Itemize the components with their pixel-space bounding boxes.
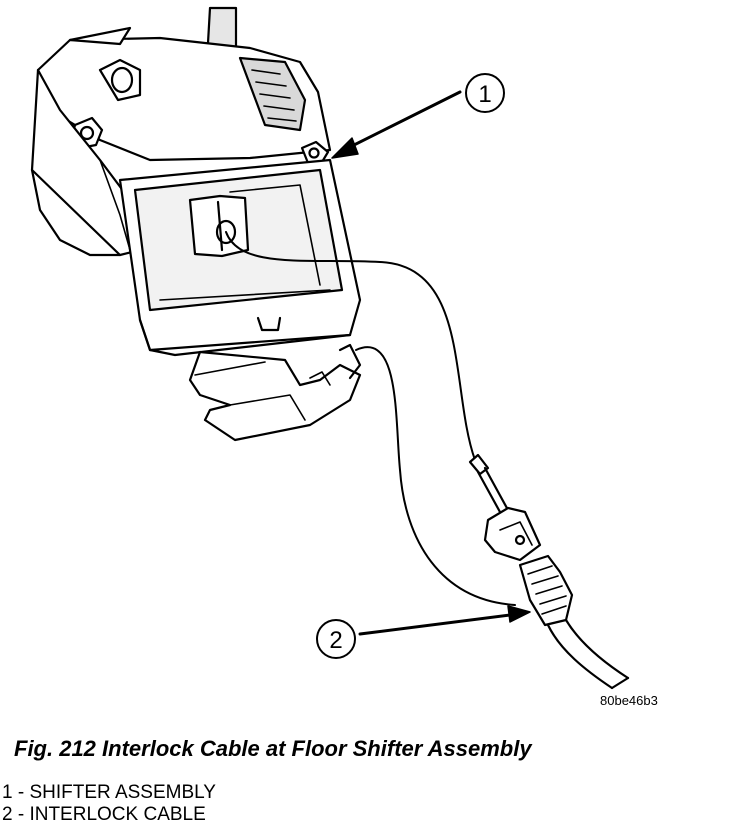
legend-item-interlock-cable: 2 - INTERLOCK CABLE <box>2 804 206 825</box>
callout-1-number: 1 <box>478 81 491 108</box>
figure-code: 80be46b3 <box>600 693 658 708</box>
callout-2 <box>316 605 531 659</box>
shifter-interlock-illustration: 1 2 <box>30 6 630 690</box>
legend-item-shifter-assembly: 1 - SHIFTER ASSEMBLY <box>2 782 216 803</box>
shifter-assembly-housing <box>30 26 362 357</box>
callout-1 <box>331 73 505 159</box>
mounting-bracket <box>188 343 362 442</box>
legend: 1 - SHIFTER ASSEMBLY 2 - INTERLOCK CABLE <box>2 782 216 826</box>
interlock-cable <box>225 231 630 690</box>
figure-caption: Fig. 212 Interlock Cable at Floor Shifte… <box>14 736 532 761</box>
callout-2-number: 2 <box>329 627 342 654</box>
